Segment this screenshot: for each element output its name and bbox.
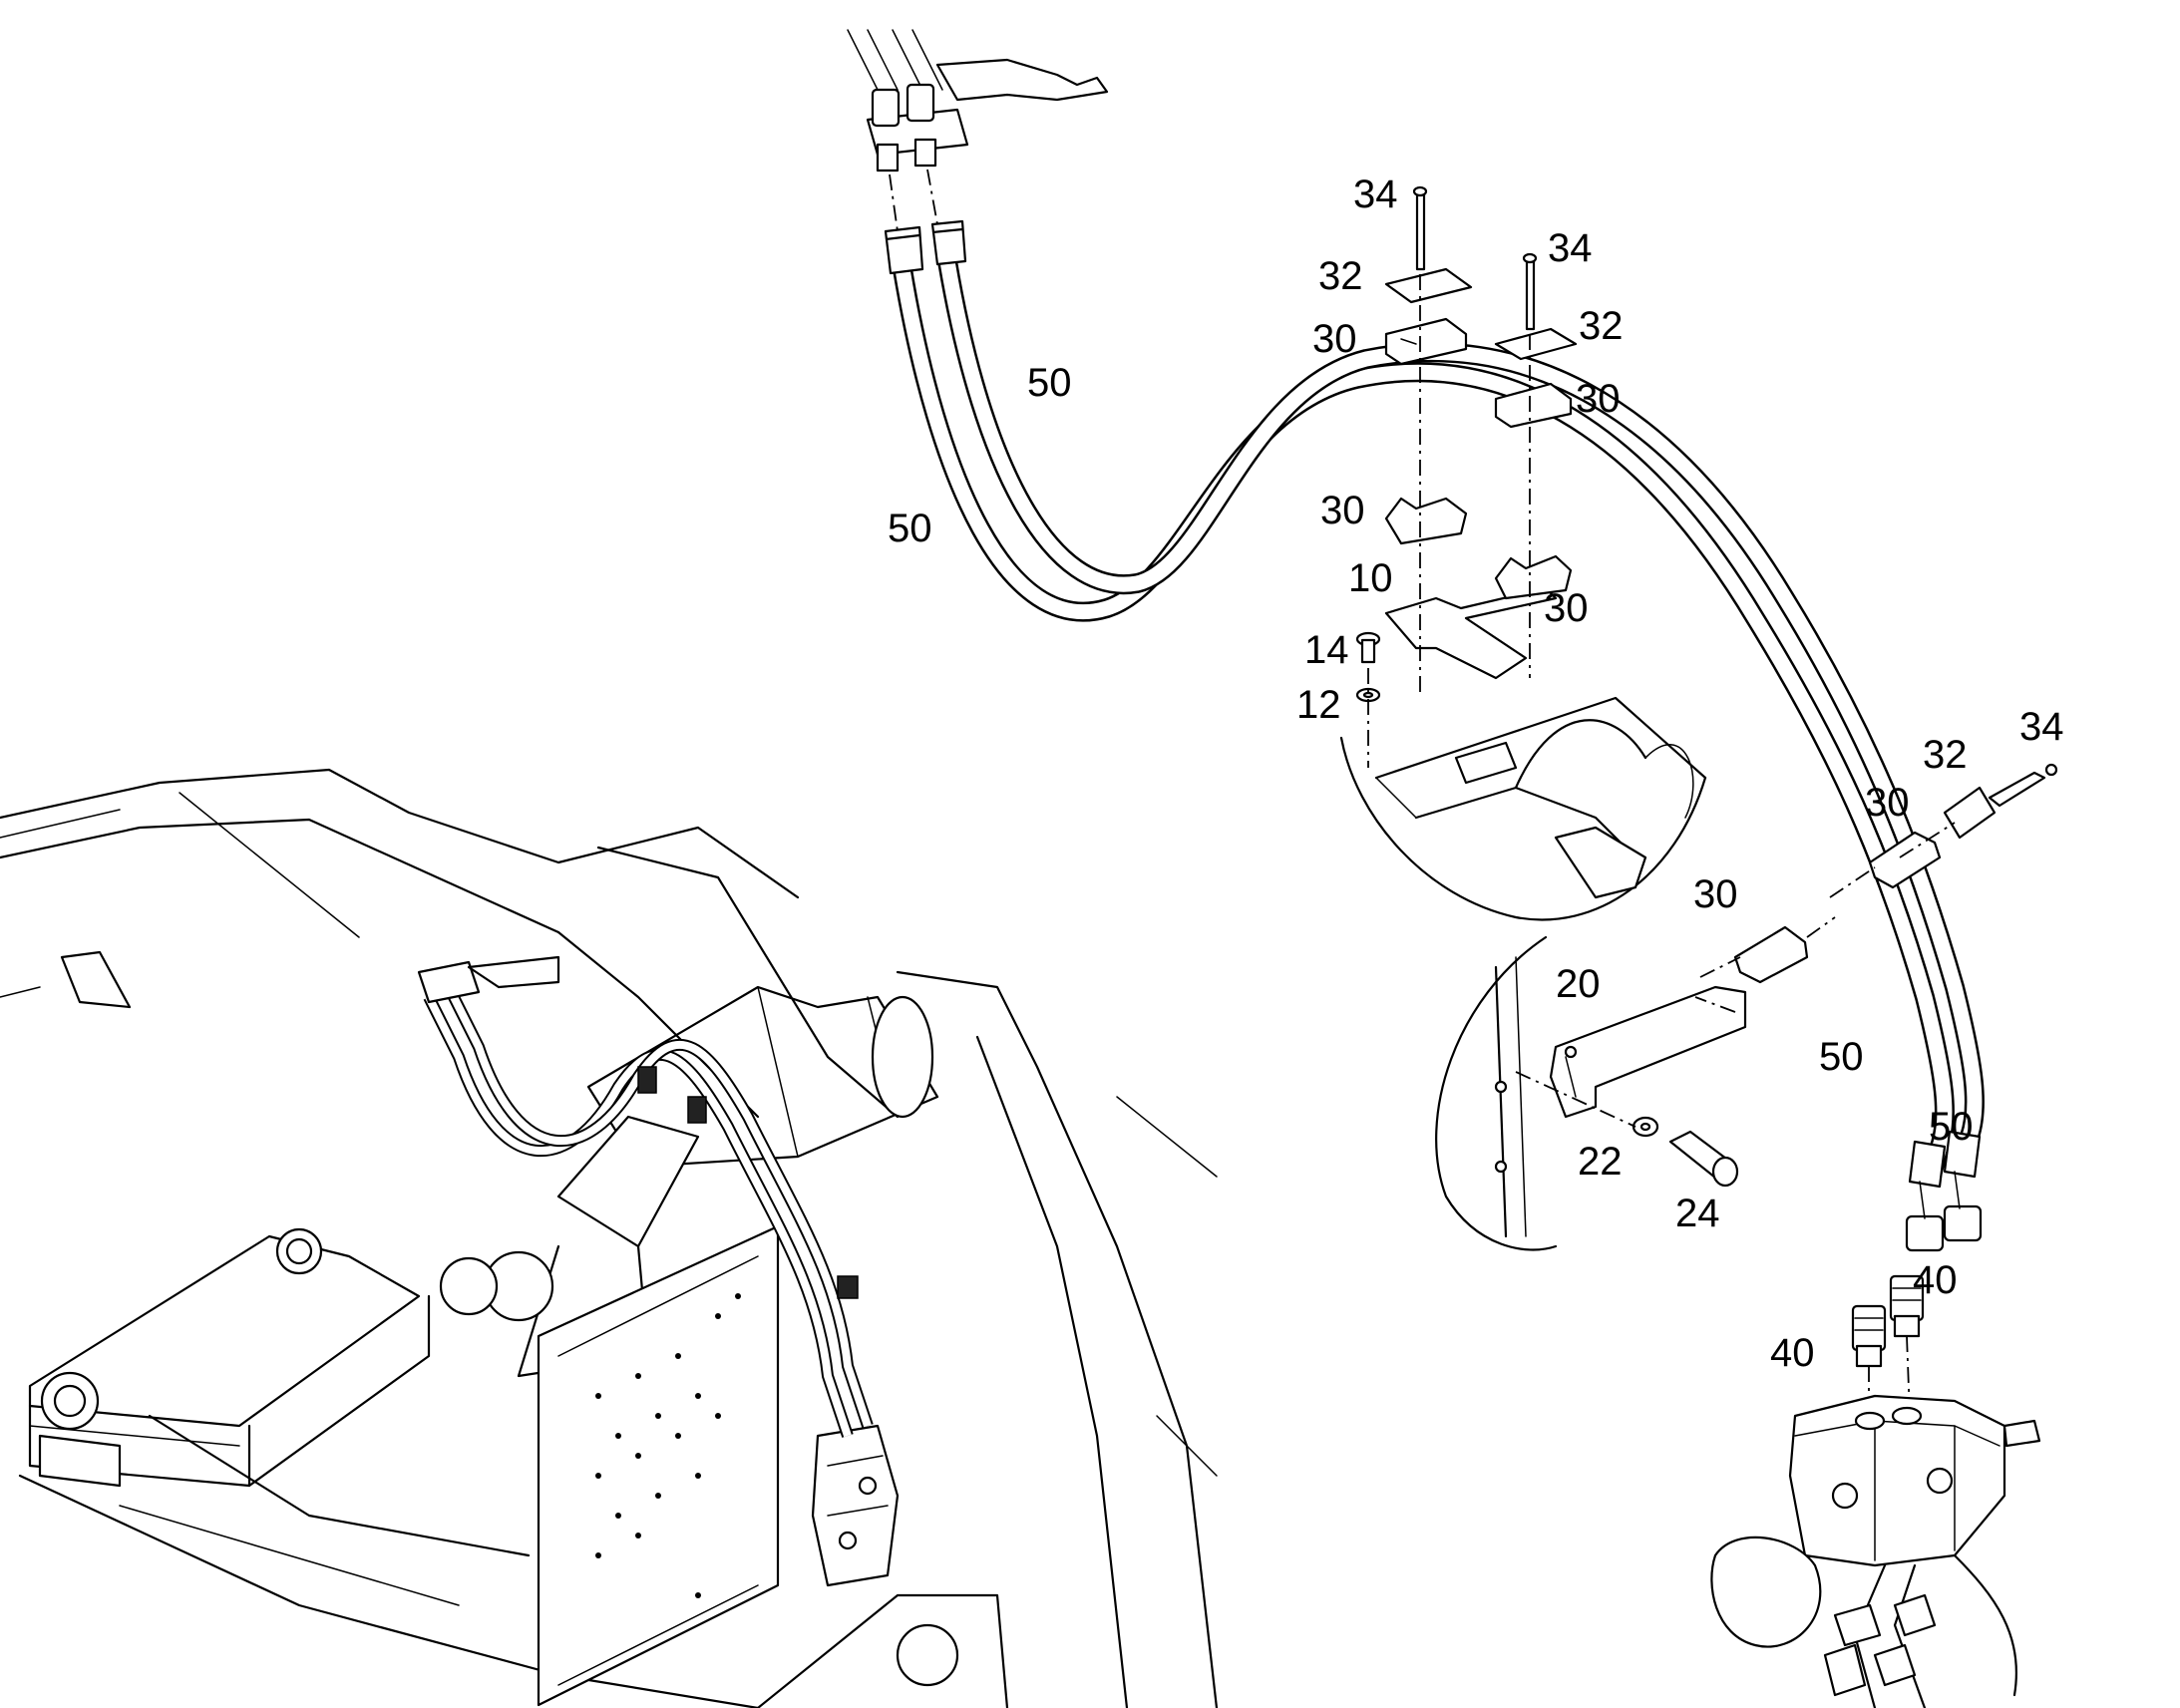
callout-30: 30 [1693,872,1738,916]
callout-40: 40 [1770,1331,1815,1375]
machine-frame [0,768,1219,1708]
callout-30: 30 [1576,377,1621,421]
callout-14: 14 [1304,628,1349,672]
machine-hose-routing [417,955,874,1438]
clamp-group-upper-2 [1494,252,1578,678]
detail-view-clamp-mount [1339,696,1707,921]
hose-assembly-50 [884,219,1985,1252]
callout-32: 32 [1579,304,1624,348]
callout-30: 30 [1312,317,1357,361]
top-bracket-fitting [847,29,1109,172]
fittings-40 [1851,1274,1925,1417]
callout-30: 30 [1865,781,1910,825]
callout-22: 22 [1578,1140,1623,1184]
callout-34: 34 [1548,226,1593,270]
callout-40: 40 [1913,1258,1958,1302]
callout-10: 10 [1348,556,1393,600]
callout-50: 50 [1819,1035,1864,1079]
clamp-group-upper [1384,185,1558,698]
callout-32: 32 [1923,733,1968,777]
callout-24: 24 [1675,1192,1720,1235]
callout-34: 34 [1353,172,1398,216]
callout-32: 32 [1318,254,1363,298]
control-valve-block [1710,1394,2041,1708]
detail-view-bracket [1435,935,1747,1251]
callout-labels: 34 34 34 32 32 32 30 30 30 30 30 30 50 5… [888,172,2064,1375]
callout-30: 30 [1320,489,1365,532]
bolt-washer-14-12 [1355,631,1381,768]
callout-50: 50 [1929,1105,1974,1149]
callout-50: 50 [1027,361,1072,405]
callout-34: 34 [2019,705,2064,749]
callout-20: 20 [1556,962,1601,1006]
callout-12: 12 [1296,683,1341,727]
callout-50: 50 [888,507,932,550]
clamp-group-right [1699,763,2058,984]
callout-30: 30 [1544,586,1589,630]
